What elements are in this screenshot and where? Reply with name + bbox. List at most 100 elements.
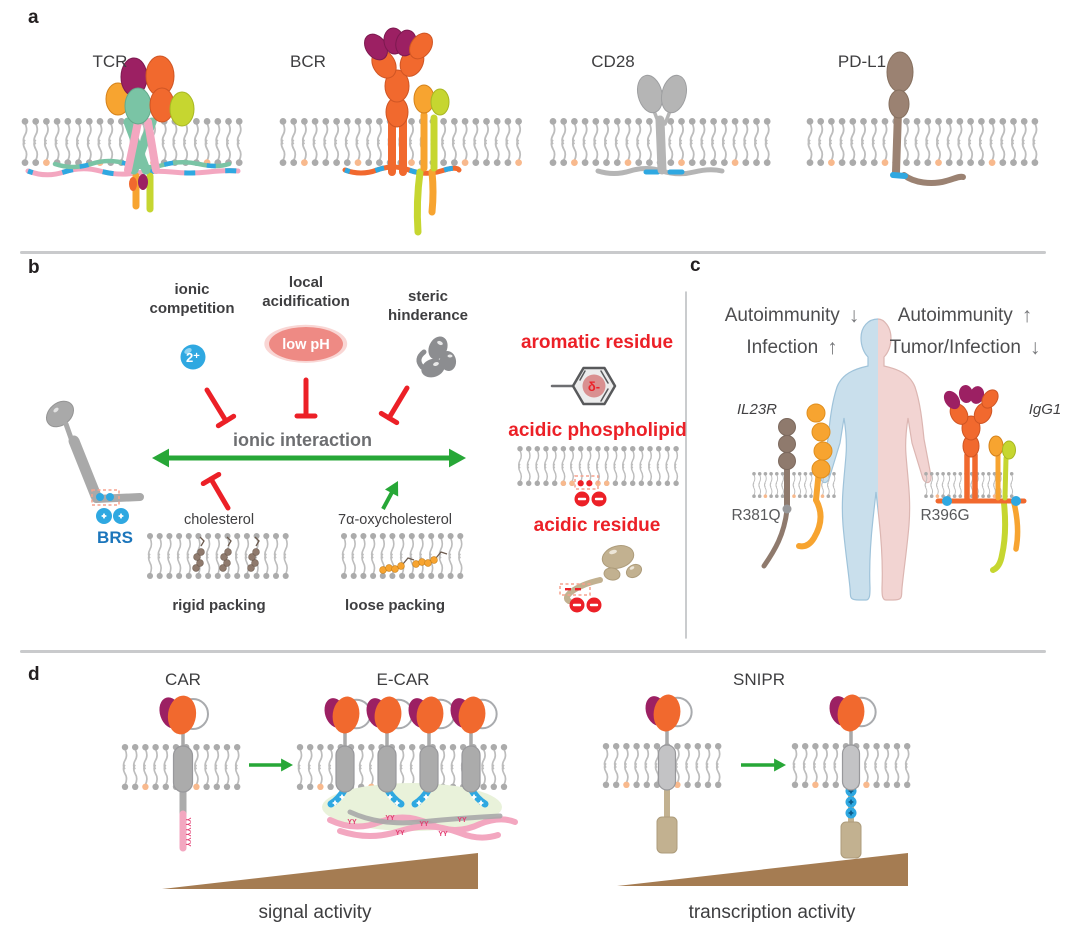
transmembrane-domain <box>419 745 439 793</box>
label-local-acidification: local acidification <box>262 274 350 310</box>
scfv-head <box>829 694 877 732</box>
stat-right-autoimmunity: Autoimmunity ↑ <box>870 303 1060 329</box>
lipid-bilayer <box>279 118 522 166</box>
label-aromatic-residue: aromatic residue <box>520 332 674 353</box>
itam-mark: YY <box>395 830 405 837</box>
transmembrane-domain <box>172 745 194 793</box>
transmembrane-domain <box>657 744 677 791</box>
label-brs: BRS <box>97 528 133 547</box>
scfv-head <box>645 694 693 732</box>
receptor-label-bcr: BCR <box>290 52 326 71</box>
label-loose-packing: loose packing <box>344 597 446 614</box>
acidic-phospholipid-icon <box>517 446 679 507</box>
divider-a-b <box>20 251 1046 254</box>
stat-text: Autoimmunity <box>724 305 840 327</box>
aromatic-residue-icon: δ- <box>550 366 617 406</box>
delta-badge: δ- <box>588 379 600 394</box>
gene-igg1: IgG1 <box>1028 401 1062 418</box>
label-oxycholesterol: 7α-oxycholesterol <box>338 512 452 528</box>
receptor-label-tcr: TCR <box>92 52 128 71</box>
up-arrow-icon: ↑ <box>827 336 838 359</box>
oxycholesterol-membrane <box>340 533 464 580</box>
gene-il23r: IL23R <box>736 401 778 418</box>
transmembrane-domain <box>461 745 481 793</box>
label-ionic-competition: ionic competition <box>149 281 235 317</box>
itam-mark: YY <box>184 837 191 847</box>
enhance-arrow-oxycholesterol <box>381 481 399 510</box>
ionic-interaction-arrow <box>152 448 466 468</box>
lipid-bilayer <box>517 446 679 486</box>
snipr-inactive <box>602 694 722 854</box>
itam-mark: YY <box>184 827 191 837</box>
lipid-bilayer <box>806 118 1039 166</box>
steric-hinderance-icon <box>416 336 457 378</box>
transmembrane-domain <box>377 745 397 793</box>
low-ph-icon: low pH <box>264 324 348 363</box>
snipr-active <box>791 694 911 859</box>
label-rigid-packing: rigid packing <box>172 597 266 614</box>
ionic-competition-icon: 2⁺ <box>180 344 206 370</box>
stat-left-autoimmunity: Autoimmunity ↓ <box>703 303 881 329</box>
pdl1-receptor <box>806 51 1039 186</box>
variant-r381q: R381Q <box>731 507 781 524</box>
axis-transcription-activity: transcription activity <box>688 902 856 923</box>
label-cholesterol: cholesterol <box>183 512 255 528</box>
stat-left-infection: Infection ↑ <box>703 335 881 361</box>
scfv-head <box>324 696 372 734</box>
itam-mark: YY <box>385 815 395 822</box>
axis-signal-activity: signal activity <box>258 902 372 923</box>
transmembrane-domain <box>335 745 355 793</box>
lipid-bilayer <box>549 118 771 166</box>
panel-b-label: b <box>28 257 40 278</box>
car-to-ecar-arrow <box>249 758 293 772</box>
tcr-complex <box>21 55 243 213</box>
panel-c-label: c <box>690 255 701 276</box>
itam-mark: YY <box>419 821 429 828</box>
transcription-activity-ramp <box>617 853 908 886</box>
itam-mark: YY <box>438 831 448 838</box>
label-car: CAR <box>165 670 201 689</box>
ion-badge: 2⁺ <box>186 350 200 365</box>
up-arrow-icon: ↑ <box>1021 304 1033 327</box>
bcr-complex <box>279 27 522 236</box>
label-acidic-phospholipid: acidic phospholipid <box>508 420 687 441</box>
receptor-label-cd28: CD28 <box>591 52 635 71</box>
stat-text: Tumor/Infection <box>889 337 1021 359</box>
down-arrow-icon: ↓ <box>1029 336 1041 359</box>
label-acidic-residue: acidic residue <box>533 515 661 536</box>
brs-receptor <box>46 400 144 524</box>
scfv-head <box>366 696 414 734</box>
stat-text: Infection <box>746 337 819 359</box>
cholesterol-membrane <box>146 533 289 580</box>
il23r-receptor <box>752 403 836 569</box>
label-ecar: E-CAR <box>376 670 430 689</box>
itam-mark: YY <box>457 817 467 824</box>
igg1-receptor <box>924 385 1027 573</box>
panel-d-label: d <box>28 664 40 685</box>
label-ionic-interaction: ionic interaction <box>232 430 373 450</box>
lipid-bilayer <box>340 533 464 580</box>
scfv-head <box>450 696 498 734</box>
receptor-label-pdl1: PD-L1 <box>837 52 887 71</box>
label-steric-hinderance: steric hinderance <box>387 288 469 324</box>
low-ph-badge: low pH <box>282 337 330 353</box>
itam-mark: YY <box>184 817 191 827</box>
lipid-bilayer <box>146 533 289 580</box>
stat-right-tumor-infection: Tumor/Infection ↓ <box>870 335 1060 361</box>
divider-b-d <box>20 650 1046 653</box>
signal-activity-ramp <box>162 853 478 889</box>
inhibition-arrows <box>200 377 410 511</box>
transmembrane-domain <box>841 744 861 791</box>
down-arrow-icon: ↓ <box>848 304 860 327</box>
cd28-receptor <box>549 74 771 177</box>
scfv-head <box>408 696 456 734</box>
scfv-head <box>159 695 209 735</box>
variant-r396g: R396G <box>920 507 970 524</box>
label-snipr: SNIPR <box>733 670 785 689</box>
panel-a-label: a <box>28 7 39 28</box>
stat-text: Autoimmunity <box>897 305 1013 327</box>
